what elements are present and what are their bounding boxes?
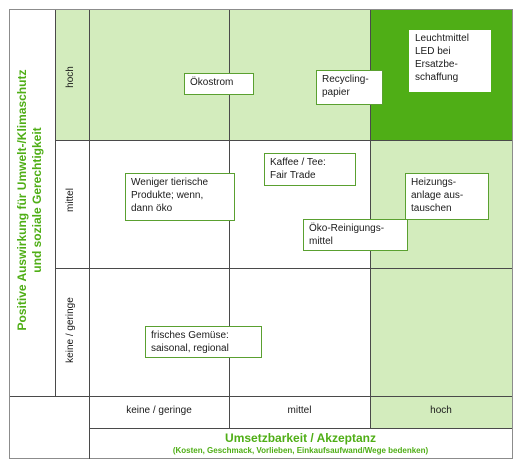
row-label-medium: mittel (65, 188, 76, 212)
y-axis-title-line2: und soziale Gerechtigkeit (30, 127, 44, 273)
grid-line (55, 140, 512, 141)
grid-line (55, 268, 512, 269)
x-axis-subtitle: (Kosten, Geschmack, Vorlieben, Einkaufsa… (172, 446, 429, 455)
row-label-low: keine / geringe (65, 297, 76, 363)
grid-line (55, 10, 56, 396)
y-axis-title-line1: Positive Auswirkung für Umwelt-/Klimasch… (15, 69, 29, 331)
x-axis-title: Umsetzbarkeit / Akzeptanz (225, 431, 376, 445)
item-oeko-reinigungsmittel: Öko-Reinigungs- mittel (303, 219, 408, 251)
col-label-high: hoch (430, 405, 452, 416)
y-axis-title: Positive Auswirkung für Umwelt-/Klimasch… (15, 7, 45, 393)
matrix-frame (9, 9, 513, 459)
row-label-cell-high (55, 10, 89, 140)
item-recyclingpapier: Recycling- papier (316, 70, 383, 105)
item-heizungsanlage: Heizungs- anlage aus- tauschen (405, 173, 489, 220)
col-label-cell-high (370, 396, 512, 428)
item-frisches-gemuese: frisches Gemüse: saisonal, regional (145, 326, 262, 358)
item-oekostrom: Ökostrom (184, 73, 254, 95)
item-tierische-produkte: Weniger tierische Produkte; wenn, dann ö… (125, 173, 235, 221)
row-label-high: hoch (65, 66, 76, 88)
col-label-medium: mittel (287, 405, 312, 416)
col-label-low: keine / geringe (126, 405, 192, 416)
item-led: Leuchtmittel LED bei Ersatzbe- schaffung (409, 30, 491, 92)
grid-line (89, 428, 512, 429)
cell-low-high (370, 268, 512, 396)
grid-line (10, 396, 512, 397)
item-kaffee-tee: Kaffee / Tee: Fair Trade (264, 153, 356, 186)
grid-line (89, 10, 90, 459)
